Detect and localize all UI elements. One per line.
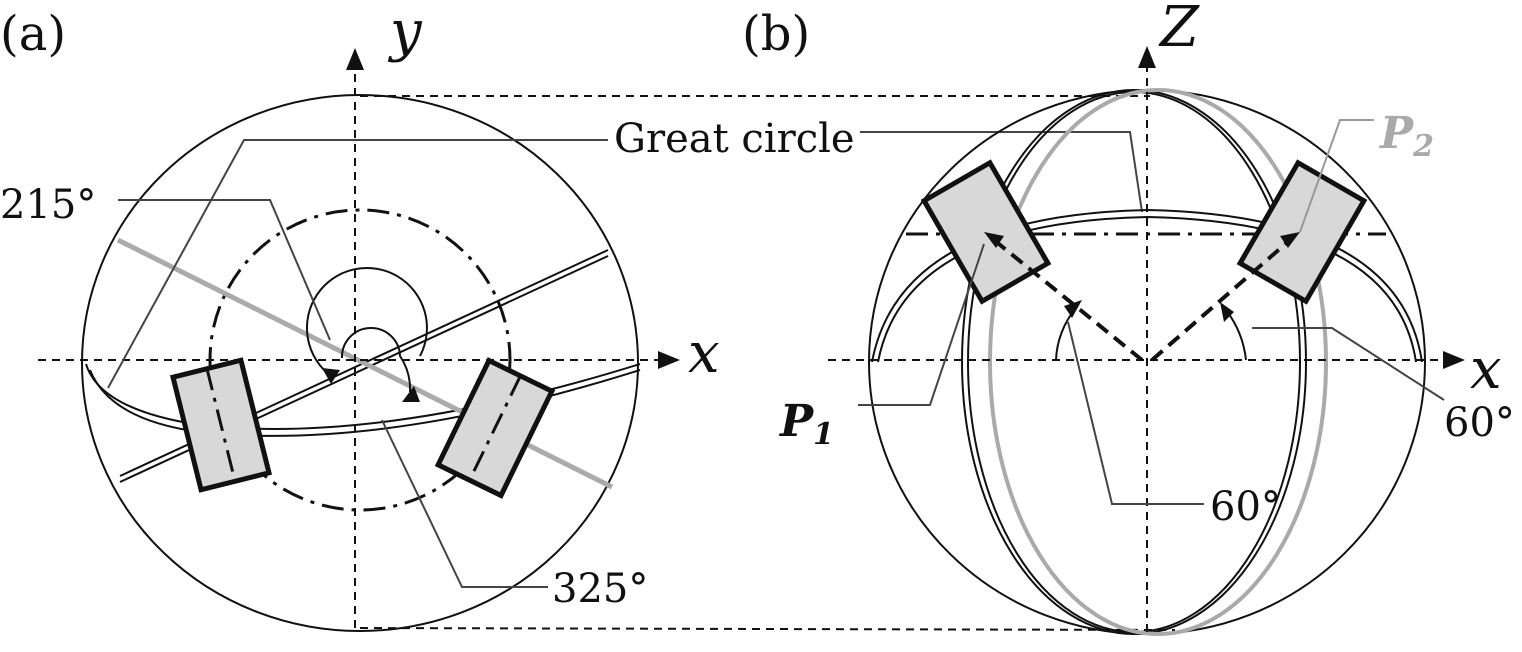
panel-a-y-axis-arrowhead xyxy=(346,48,364,70)
panel-a-leader-215 xyxy=(118,199,331,341)
panel-b-detector-p2 xyxy=(1236,159,1368,305)
panel-b-vector-p1-arrowhead xyxy=(984,232,1004,248)
panel-b-z-axis-label: Z xyxy=(1158,0,1200,60)
panel-b-label: (b) xyxy=(742,6,810,62)
panel-b-point-p1-letter: P xyxy=(778,396,815,447)
panel-b-angle-right-label: 60° xyxy=(1444,400,1515,446)
projection-guide-bottom xyxy=(359,627,1176,631)
panel-b-vector-p1 xyxy=(992,238,1144,362)
panel-b-meridian-gray xyxy=(988,88,1328,636)
panel-b-leader-p1 xyxy=(858,243,985,406)
panel-b-point-p1-subscript: 1 xyxy=(813,417,834,452)
panel-a-detector-left xyxy=(169,357,273,493)
panel-b-leader-angle-right xyxy=(1252,327,1445,401)
panel-b: (b) Z x xyxy=(742,0,1515,636)
panel-b-point-p2-subscript: 2 xyxy=(1412,129,1434,164)
panel-a-great-circle-band-horizontal xyxy=(85,363,641,430)
panel-b-x-axis-arrowhead xyxy=(1443,351,1465,369)
panel-b-x-axis-label: x xyxy=(1470,337,1502,402)
panel-b-meridian-left-inner xyxy=(967,91,1301,633)
panel-a-detector-right xyxy=(434,357,556,499)
panel-a-label: (a) xyxy=(0,6,66,62)
panel-b-leader-great-circle xyxy=(860,131,1143,213)
panel-b-point-p2-label: P2 xyxy=(1378,108,1434,164)
panel-b-point-p1-label: P1 xyxy=(778,396,834,452)
panel-b-angle-arc-left-arrowhead xyxy=(1064,300,1082,318)
great-circle-label: Great circle xyxy=(614,116,855,162)
panel-a-rotation-arc-325 xyxy=(340,327,412,393)
panel-a-rotation-arc-215 xyxy=(305,267,428,377)
panel-b-vector-p2 xyxy=(1150,238,1292,362)
panel-a-great-circle-band-gray xyxy=(116,237,614,490)
panel-b-vector-p2-arrowhead xyxy=(1280,232,1300,248)
panel-b-meridian-left xyxy=(961,89,1307,635)
panel-b-angle-left-label: 60° xyxy=(1210,484,1281,530)
panel-b-z-axis-arrowhead xyxy=(1138,46,1156,68)
panel-a-x-axis-arrowhead xyxy=(658,351,680,369)
panel-a-rotation-arrow-215-icon xyxy=(322,368,340,384)
panel-b-latitude-band-inner xyxy=(877,215,1417,363)
panel-b-leader-angle-left xyxy=(1067,321,1204,505)
panel-b-leader-p2 xyxy=(1299,119,1374,233)
panel-b-angle-arc-right-arrowhead xyxy=(1220,302,1234,322)
panel-a-leader-great-circle xyxy=(107,139,608,389)
panel-a-x-axis-label: x xyxy=(688,321,720,386)
panel-a-angle-325-label: 325° xyxy=(552,566,648,612)
panel-a-angle-215-label: 215° xyxy=(0,182,96,228)
panel-a-rotation-arrow-325-icon xyxy=(402,386,420,402)
panel-a-y-axis-label: y xyxy=(387,0,423,64)
panel-a-leader-325 xyxy=(381,419,548,588)
panel-a: (a) y x 215° xyxy=(0,0,720,632)
panel-b-angle-arc-right xyxy=(1225,309,1247,361)
panel-b-point-p2-letter: P xyxy=(1378,108,1415,159)
panel-b-detector-p1 xyxy=(920,159,1052,305)
